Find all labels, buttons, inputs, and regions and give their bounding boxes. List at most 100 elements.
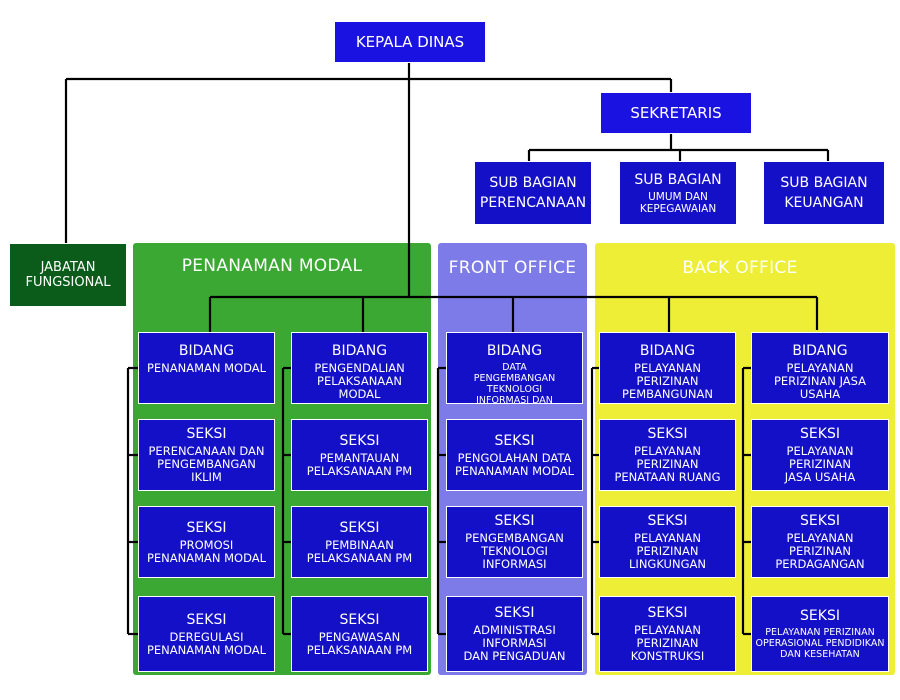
sekretaris-box: SEKRETARIS — [600, 92, 752, 134]
front-office-panel-title: FRONT OFFICE — [448, 258, 577, 278]
unit-name-line: PENATAAN RUANG — [614, 470, 721, 484]
unit-name-line: PENANAMAN MODAL — [454, 463, 575, 478]
unit-name-line: PELAYANAN — [786, 361, 854, 375]
unit-name-line: PENANAMAN MODAL — [146, 361, 267, 375]
unit-name-line: DATA — [502, 362, 527, 373]
seksi-title: SEKSI — [647, 513, 688, 529]
bidang-title: BIDANG — [639, 343, 696, 359]
back-office-panel-title: BACK OFFICE — [682, 258, 798, 278]
seksi-title: SEKSI — [186, 611, 227, 628]
seksi-title: SEKSI — [339, 611, 380, 628]
unit-name-line: PENGEMBANGAN TEKNOLOGI — [473, 373, 556, 395]
unit-name-line: TEKNOLOGI INFORMASI — [481, 544, 548, 571]
seksi-title: SEKSI — [494, 605, 535, 621]
penanaman-modal-panel-title: PENANAMAN MODAL — [181, 256, 363, 276]
unit-name-line: PELAYANAN — [634, 361, 701, 375]
sub-bagian-name: UMUM DAN KEPEGAWAIAN — [639, 190, 717, 215]
unit-name-line: PELAKSANAAN PM — [306, 463, 413, 478]
unit-name-line: PELAYANAN PERIZINAN — [634, 531, 701, 558]
unit-name-line: INFORMASI DAN PENGADUAN — [476, 395, 553, 404]
sub-bagian-title: SUB BAGIAN — [780, 174, 868, 191]
unit-name-line: PERIZINAN PEMBANGUNAN — [622, 374, 713, 401]
jabatan-fungsional-box: JABATAN FUNGSIONAL — [9, 243, 127, 307]
seksi-title: SEKSI — [339, 432, 380, 449]
sub-bagian-perencanaan-box: SUB BAGIAN PERENCANAAN — [474, 161, 592, 225]
seksi-title: SEKSI — [647, 605, 688, 621]
unit-name-line: PENGOLAHAN DATA — [457, 450, 572, 465]
unit-name-line: PEMANTAUAN — [319, 450, 400, 465]
unit-name-line: DEREGULASI — [169, 629, 244, 644]
unit-name-line: ADMINISTRASI INFORMASI — [473, 623, 556, 650]
bidang-title: BIDANG — [331, 343, 388, 359]
unit-name-line: PENGEMBANGAN IKLIM — [157, 457, 256, 484]
unit-name-line: PELAYANAN PERIZINAN — [634, 623, 701, 650]
unit-name-line: PERIZINAN JASA USAHA — [773, 374, 867, 401]
unit-name-line: PENGENDALIAN — [314, 361, 405, 375]
seksi-title: SEKSI — [186, 519, 227, 536]
unit-name-line: PENANAMAN MODAL — [146, 642, 267, 657]
unit-name-line: PROMOSI — [179, 537, 234, 552]
unit-name-line: LINGKUNGAN — [629, 557, 706, 571]
sub-bagian-title: SUB BAGIAN — [489, 174, 577, 191]
sekretaris-label: SEKRETARIS — [630, 103, 722, 122]
unit-name-line: PENGAWASAN — [318, 629, 401, 644]
bidang-name: PENANAMAN MODAL — [147, 362, 266, 375]
kepala-dinas-box: KEPALA DINAS — [334, 21, 486, 63]
unit-name-line: PERENCANAAN DAN — [148, 444, 265, 458]
unit-name-line: DAN PENGADUAN — [463, 649, 566, 663]
unit-name-line: PEMBINAAN — [325, 537, 394, 552]
unit-name-line: PELAYANAN PERIZINAN — [634, 444, 701, 471]
unit-name-line: PELAKSANAAN PM — [306, 642, 413, 657]
sub-bagian-name: PERENCANAAN — [479, 194, 587, 211]
unit-name-line: PELAYANAN PERIZINAN — [786, 531, 854, 558]
unit-name-line: PENGEMBANGAN — [465, 531, 564, 545]
unit-name-line: PENANAMAN MODAL — [146, 550, 267, 565]
sub-bagian-umum-box: SUB BAGIAN UMUM DAN KEPEGAWAIAN — [619, 161, 737, 225]
bidang-title: BIDANG — [486, 343, 543, 359]
unit-name-line: PELAKSANAAN PM — [306, 550, 413, 565]
unit-name-line: PELAKSANAAN MODAL — [317, 374, 402, 401]
seksi-title: SEKSI — [800, 513, 840, 529]
seksi-title: SEKSI — [647, 426, 688, 442]
seksi-title: SEKSI — [800, 426, 840, 442]
unit-name-line: JASA USAHA — [784, 470, 856, 484]
seksi-title: SEKSI — [186, 426, 227, 442]
sub-bagian-title: SUB BAGIAN — [634, 171, 722, 188]
sub-bagian-name: KEUANGAN — [784, 194, 864, 211]
unit-name-line: PELAYANAN PERIZINAN — [765, 627, 875, 638]
